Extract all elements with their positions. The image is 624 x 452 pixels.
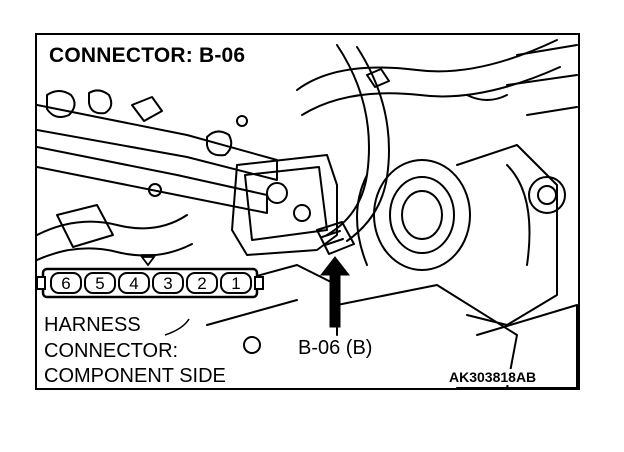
engine-illustration: 6 5 4 3 2 1 xyxy=(37,39,578,388)
connector-pin-1 xyxy=(220,272,252,294)
connector-pin-3 xyxy=(152,272,184,294)
arrow-icon xyxy=(319,256,351,328)
harness-label-line-2: CONNECTOR: xyxy=(42,340,181,362)
diagram-frame: 6 5 4 3 2 1 CONNECTOR: B-06 HARNESS CONNECTOR… xyxy=(35,33,580,390)
connector-pin-number: 4 xyxy=(129,274,138,293)
connector-pin-5 xyxy=(84,272,116,294)
harness-label-line-1: HARNESS xyxy=(42,314,143,336)
diagram-code: AK303818AB xyxy=(447,369,539,385)
harness-label-line-3: COMPONENT SIDE xyxy=(42,365,228,387)
connector-pin-number: 3 xyxy=(163,274,172,293)
connector-pin-number: 2 xyxy=(197,274,206,293)
connector-pin-6 xyxy=(50,272,82,294)
harness-connector-diagram: 6 5 4 3 2 1 xyxy=(37,254,264,299)
connector-pin-number: 1 xyxy=(231,274,240,293)
connector-pin-2 xyxy=(186,272,218,294)
connector-pin-number: 5 xyxy=(95,274,104,293)
page-title: CONNECTOR: B-06 xyxy=(47,44,248,67)
connector-pin-4 xyxy=(118,272,150,294)
connector-pins: 6 5 4 3 2 1 xyxy=(50,272,252,294)
component-label: B-06 (B) xyxy=(295,338,376,358)
connector-pin-number: 6 xyxy=(61,274,70,293)
